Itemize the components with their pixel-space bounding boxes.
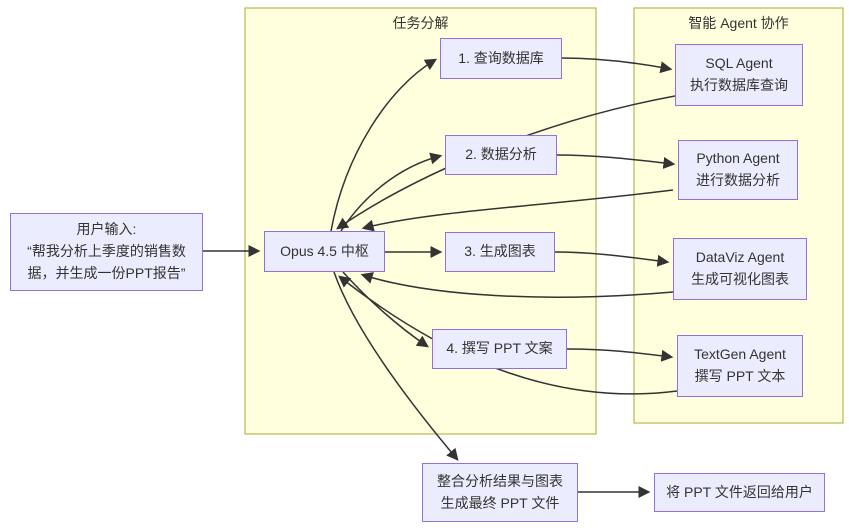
- node-textgen-agent: TextGen Agent 撰写 PPT 文本: [677, 335, 803, 397]
- edge-opus-to-merge: [333, 271, 459, 461]
- edge-opus-to-task1: [330, 58, 438, 232]
- node-task2: 2. 数据分析: [445, 135, 557, 175]
- node-task3: 3. 生成图表: [445, 232, 555, 272]
- edge-dataviz-agent-to-opus: [360, 272, 674, 298]
- node-task1: 1. 查询数据库: [440, 38, 562, 79]
- edge-python-agent-to-opus: [361, 189, 674, 232]
- cluster-title-agent-collaboration: 智能 Agent 协作: [688, 15, 789, 31]
- node-deliver: 将 PPT 文件返回给用户: [654, 473, 825, 512]
- node-task4: 4. 撰写 PPT 文案: [432, 329, 567, 369]
- node-dataviz-agent: DataViz Agent 生成可视化图表: [673, 238, 807, 300]
- edge-task4-to-textgen-agent: [566, 348, 674, 362]
- node-user-input: 用户输入: “帮我分析上季度的销售数据，并生成一份PPT报告”: [10, 213, 203, 291]
- cluster-title-task-decomposition: 任务分解: [392, 15, 449, 31]
- edge-task3-to-dataviz-agent: [554, 251, 670, 267]
- node-opus-hub: Opus 4.5 中枢: [264, 231, 385, 272]
- node-sql-agent: SQL Agent 执行数据库查询: [675, 44, 803, 106]
- edge-task1-to-sql-agent: [561, 57, 673, 74]
- node-python-agent: Python Agent 进行数据分析: [678, 140, 798, 200]
- edge-task2-to-python-agent: [556, 154, 676, 169]
- node-merge-output: 整合分析结果与图表 生成最终 PPT 文件: [422, 463, 578, 522]
